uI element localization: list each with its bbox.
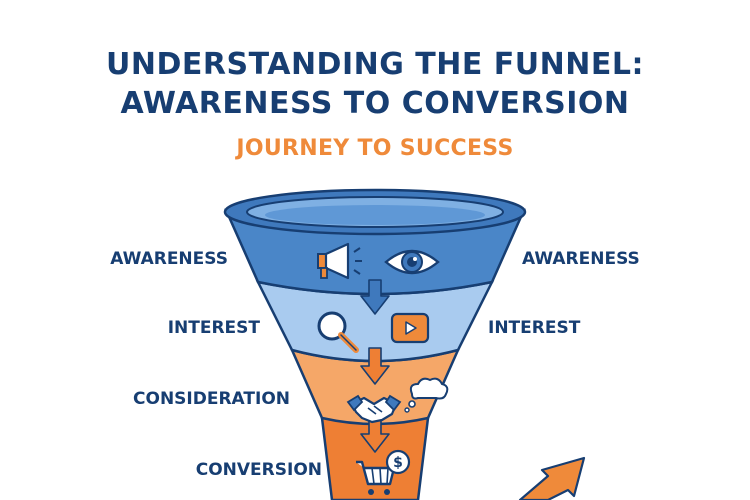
arrow-down-2: [360, 347, 390, 385]
left-label-interest: INTEREST: [167, 318, 260, 338]
eye-icon: [384, 249, 440, 275]
left-label-consideration: CONSIDERATION: [133, 389, 290, 409]
funnel-layers: [223, 188, 527, 500]
play-video-icon: [390, 312, 430, 344]
page-subtitle: JOURNEY TO SUCCESS: [236, 136, 514, 161]
funnel-opening-shade: [265, 205, 485, 225]
page-title-line-1: UNDERSTANDING THE FUNNEL:: [106, 47, 644, 82]
megaphone-icon: [317, 242, 362, 280]
dollar-coin-icon: $: [385, 449, 411, 475]
left-label-conversion: CONVERSION: [195, 460, 322, 480]
right-label-interest: INTEREST: [488, 318, 581, 338]
page-title-line-2: AWARENESS TO CONVERSION: [120, 86, 630, 121]
magnifier-icon: [317, 311, 359, 353]
left-label-awareness: AWARENESS: [110, 249, 228, 269]
right-label-awareness: AWARENESS: [522, 249, 640, 269]
arrow-down-1: [360, 279, 390, 315]
thought-bubble-icon: [404, 377, 449, 413]
svg-text:$: $: [393, 455, 403, 471]
handshake-icon: [346, 394, 402, 424]
growth-arrow-icon: [518, 456, 586, 500]
